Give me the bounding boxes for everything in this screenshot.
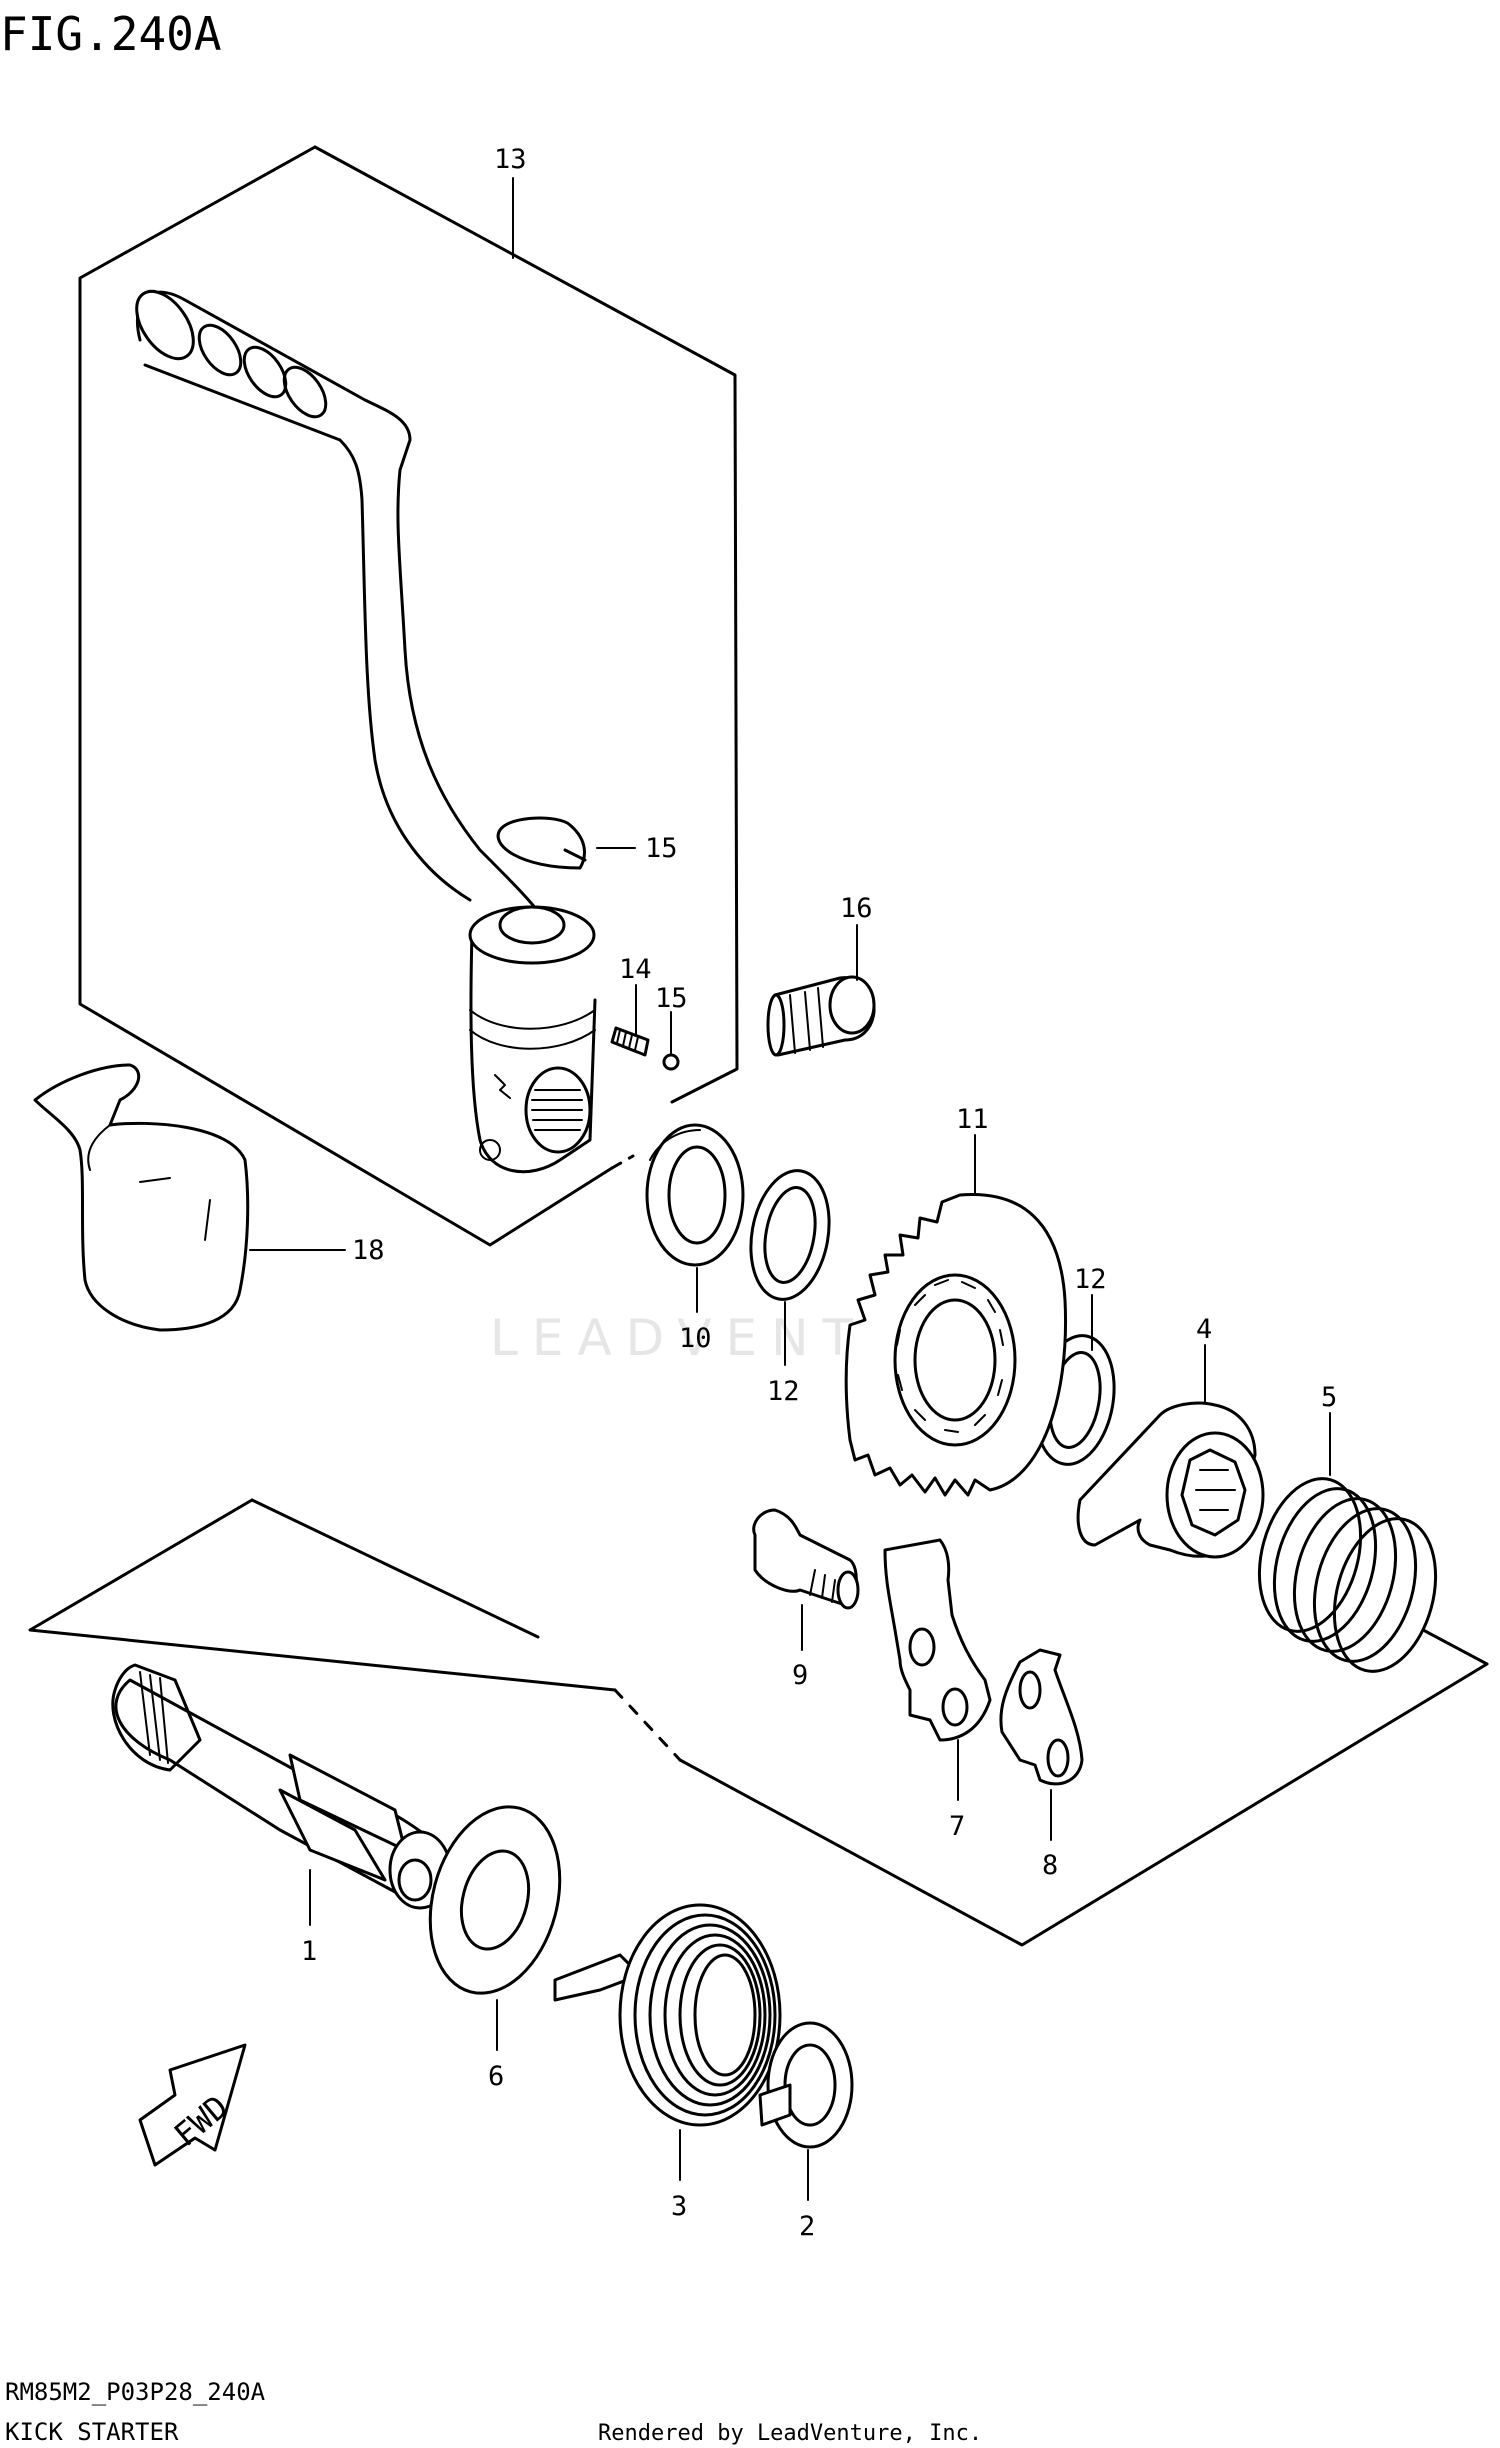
kick-gear bbox=[844, 1192, 1068, 1497]
callout-11: 11 bbox=[956, 1104, 989, 1135]
callout-9: 9 bbox=[792, 1660, 808, 1691]
kick-shaft bbox=[111, 1663, 452, 1910]
fwd-arrow-icon: FWD bbox=[138, 2043, 247, 2167]
callout-8: 8 bbox=[1042, 1850, 1058, 1881]
rubber-boot bbox=[33, 1063, 250, 1332]
callout-7: 7 bbox=[949, 1811, 965, 1842]
figure-name: KICK STARTER bbox=[5, 2418, 179, 2446]
callout-10: 10 bbox=[679, 1323, 712, 1354]
kick-lever bbox=[135, 289, 597, 1174]
callout-labels: 13 15 14 15 16 18 10 11 12 12 4 5 9 7 8 … bbox=[301, 144, 1337, 2242]
rendered-by: Rendered by LeadVenture, Inc. bbox=[598, 2421, 982, 2446]
shaft-assembly-box bbox=[28, 1498, 1489, 1947]
callout-1: 1 bbox=[301, 1936, 317, 1967]
bolt-9 bbox=[752, 1508, 860, 1610]
bolt-17 bbox=[766, 975, 876, 1057]
ratchet-guide bbox=[1076, 1401, 1265, 1559]
set-screw bbox=[610, 1026, 650, 1057]
washer-6 bbox=[428, 1805, 562, 1995]
return-spring bbox=[553, 1903, 782, 2127]
callout-4: 4 bbox=[1196, 1314, 1212, 1345]
guide-plate bbox=[999, 1648, 1084, 1786]
callout-18: 18 bbox=[352, 1235, 385, 1266]
callout-15: 15 bbox=[655, 983, 688, 1014]
circlip bbox=[496, 816, 587, 870]
leader-lines bbox=[249, 177, 1331, 2201]
callout-3: 3 bbox=[671, 2191, 687, 2222]
spring-guide bbox=[758, 2021, 854, 2149]
washer-12-upper bbox=[749, 1169, 831, 1301]
callout-6: 6 bbox=[488, 2061, 504, 2092]
callout-2: 2 bbox=[799, 2211, 815, 2242]
stopper-plate bbox=[883, 1538, 992, 1742]
figure-title: FIG.240A bbox=[0, 7, 222, 61]
ratchet-spring bbox=[1257, 1477, 1438, 1673]
callout-12-left: 12 bbox=[767, 1376, 800, 1407]
kick-lever-assembly-box bbox=[78, 145, 739, 1247]
callout-17: 16 bbox=[840, 893, 873, 924]
callout-16: 15 bbox=[645, 833, 678, 864]
oil-seal bbox=[645, 1123, 745, 1267]
ball bbox=[662, 1053, 680, 1071]
figure-code: RM85M2_P03P28_240A bbox=[5, 2378, 266, 2406]
callout-13: 13 bbox=[494, 144, 527, 175]
callout-12-right: 12 bbox=[1074, 1264, 1107, 1295]
callout-14: 14 bbox=[619, 954, 652, 985]
callout-5: 5 bbox=[1321, 1382, 1337, 1413]
